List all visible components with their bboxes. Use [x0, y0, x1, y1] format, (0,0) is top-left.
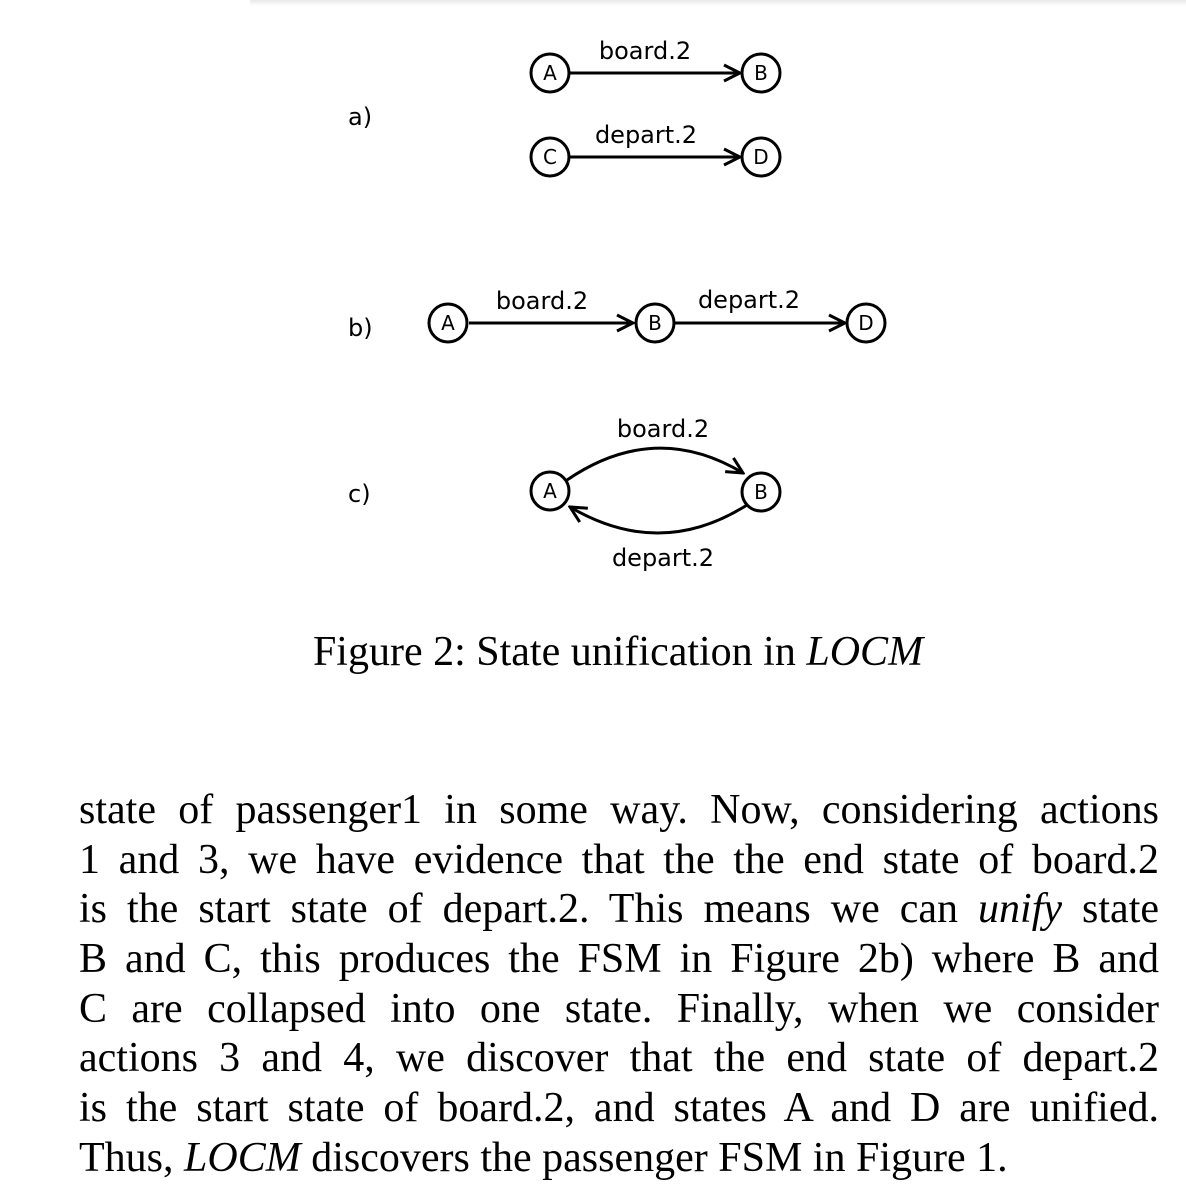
node-a-D: D [740, 136, 782, 178]
svg-text:B: B [648, 311, 662, 335]
edge-b2-label: depart.2 [698, 286, 800, 314]
paragraph-line: actions 3 and 4, we discover that the en… [79, 1035, 1159, 1082]
page-top-shadow [250, 0, 1186, 6]
svg-text:B: B [754, 480, 768, 504]
figure-2-diagram: a) board.2 A B depart.2 C D b) board.2 d… [348, 37, 887, 572]
svg-text:B: B [754, 61, 768, 85]
edge-b1-label: board.2 [496, 287, 588, 315]
panel-a-label: a) [348, 103, 372, 131]
panel-b-label: b) [348, 314, 373, 342]
edge-c-bottom-arrow [570, 503, 748, 535]
edge-c-top-label: board.2 [617, 415, 709, 443]
svg-text:D: D [858, 311, 873, 335]
node-c-A: A [529, 470, 571, 512]
svg-text:A: A [543, 61, 557, 85]
emphasis-unify: unify [978, 886, 1063, 933]
body-paragraph: state of passenger1 in some way. Now, co… [79, 786, 1159, 1184]
node-a-B: B [740, 52, 782, 94]
node-b-B: B [634, 302, 676, 344]
edge-c-top-arrow [566, 446, 743, 482]
emphasis-locm: LOCM [184, 1134, 301, 1181]
paragraph-line: state of passenger1 in some way. Now, co… [79, 787, 1159, 833]
node-b-D: D [845, 302, 887, 344]
edge-a2-label: depart.2 [595, 121, 697, 149]
panel-b: b) board.2 depart.2 A B D [348, 286, 887, 344]
figure-caption: Figure 2: State unification in LOCM [0, 628, 1186, 676]
panel-c-label: c) [348, 480, 371, 508]
node-c-B: B [740, 471, 782, 513]
paragraph-line: 1 and 3, we have evidence that the the e… [79, 836, 1159, 883]
node-a-C: C [529, 136, 571, 178]
node-a-A: A [529, 52, 571, 94]
svg-text:A: A [543, 479, 557, 503]
panel-a: a) board.2 A B depart.2 C D [348, 37, 782, 178]
svg-text:A: A [441, 311, 455, 335]
paragraph-line: C are collapsed into one state. Finally,… [79, 985, 1159, 1032]
edge-a1-label: board.2 [599, 37, 691, 65]
node-b-A: A [427, 302, 469, 344]
svg-text:D: D [753, 145, 768, 169]
caption-emph: LOCM [806, 629, 924, 675]
paragraph-line: is the start state of board.2, and state… [79, 1085, 1159, 1132]
caption-text: Figure 2: State unification in [312, 629, 807, 675]
paragraph-line: B and C, this produces the FSM in Figure… [79, 936, 1159, 983]
paragraph-line: Thus, LOCM discovers the passenger FSM i… [79, 1134, 1008, 1181]
svg-text:C: C [543, 145, 557, 169]
paragraph-line: is the start state of depart.2. This mea… [79, 886, 1160, 933]
panel-c: c) board.2 depart.2 A B [348, 415, 782, 572]
edge-c-bottom-label: depart.2 [612, 544, 714, 572]
